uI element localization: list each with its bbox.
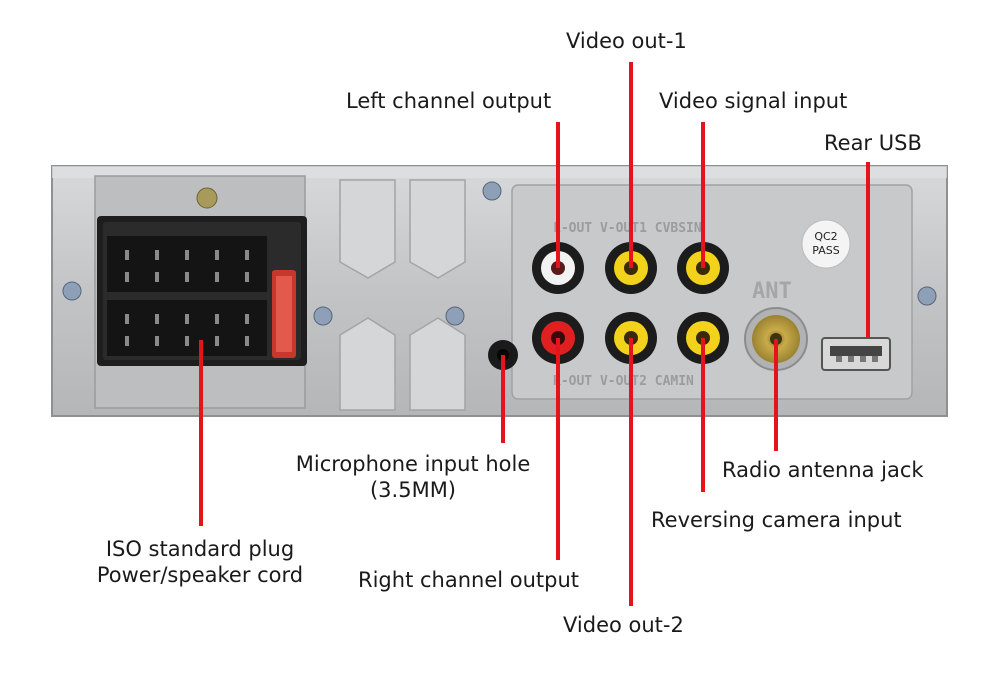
label-left-channel-output: Left channel output (346, 89, 552, 113)
label-iso-standard-plug: ISO standard plug Power/speaker cord (60, 536, 340, 588)
rca-left-out (532, 242, 584, 294)
leader-camera (701, 338, 705, 492)
leader-rear-usb (866, 162, 870, 338)
leader-iso (199, 340, 203, 526)
label-video-out-2: Video out-2 (563, 613, 684, 637)
label-reversing-camera-input: Reversing camera input (651, 508, 902, 532)
label-microphone-input-hole: Microphone input hole (3.5MM) (276, 451, 550, 503)
leader-microphone (501, 355, 505, 443)
leader-left-channel (556, 122, 560, 268)
badge-line2: PASS (812, 244, 839, 257)
leader-antenna (774, 339, 778, 451)
label-iso-line2: Power/speaker cord (96, 563, 304, 587)
label-video-out-1: Video out-1 (566, 29, 687, 53)
ant-text: ANT (752, 279, 792, 304)
leader-video-out-2 (629, 338, 633, 606)
iso-connector (97, 216, 307, 366)
usb-port (821, 337, 891, 371)
leader-video-signal-in (701, 122, 705, 268)
leader-right-channel (556, 338, 560, 560)
label-rear-usb: Rear USB (824, 131, 922, 155)
qc2-pass-badge: QC2 PASS (801, 219, 851, 269)
vent-embossing (339, 179, 466, 411)
label-right-channel-output: Right channel output (358, 568, 580, 592)
label-video-signal-input: Video signal input (659, 89, 848, 113)
screw-icons (62, 181, 937, 326)
label-iso-line1: ISO standard plug (105, 537, 295, 561)
bottom-row-text: R-OUT V-OUT2 CAMIN (553, 374, 694, 389)
top-row-text: L-OUT V-OUT1 CVBSIN (553, 221, 702, 236)
badge-line1: QC2 (814, 230, 837, 243)
label-microphone-line1: Microphone input hole (295, 452, 531, 476)
label-radio-antenna-jack: Radio antenna jack (722, 458, 924, 482)
rca-video-out-1 (605, 242, 657, 294)
rca-video-signal-in (677, 242, 729, 294)
leader-video-out-1 (629, 62, 633, 268)
label-microphone-line2: (3.5MM) (369, 478, 457, 502)
